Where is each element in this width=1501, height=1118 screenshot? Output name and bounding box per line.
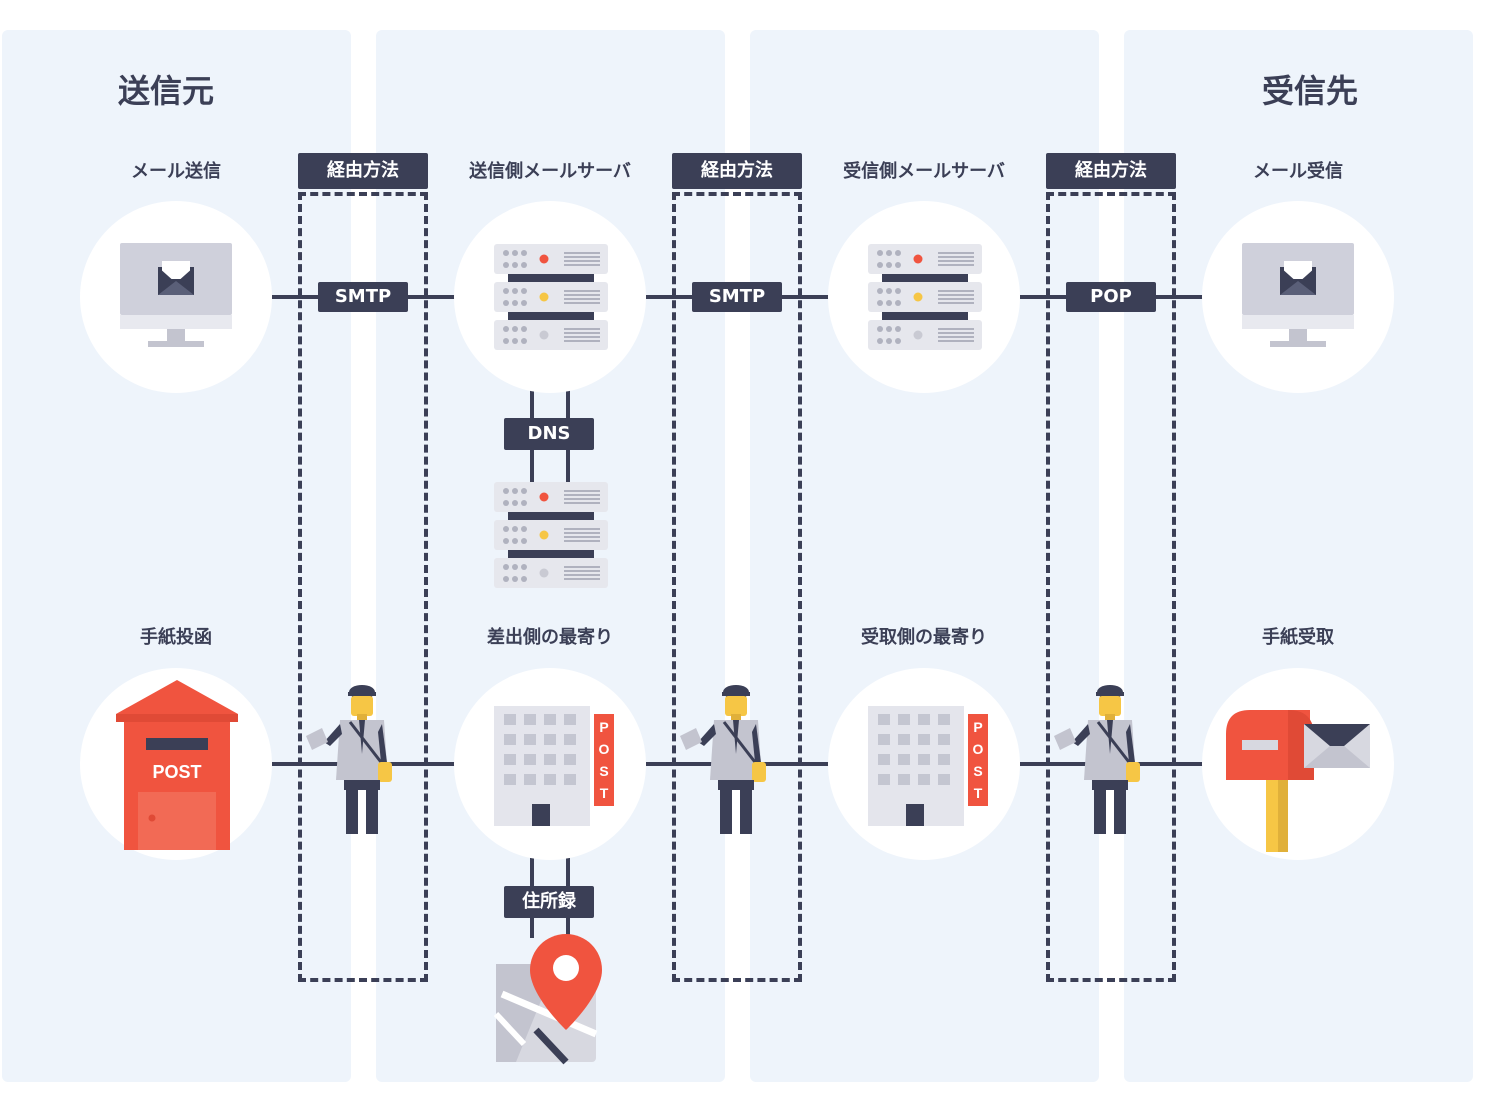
heading-receiver: 受信先 [1262, 72, 1359, 110]
postbox-icon: POST [116, 680, 238, 850]
label-letter-post: 手紙投函 [140, 627, 212, 648]
via-box-2 [672, 192, 802, 982]
postman-icon [306, 685, 392, 834]
label-letter-recv: 手紙受取 [1262, 627, 1334, 648]
server-icon [494, 244, 608, 350]
envelope-icon [1304, 724, 1370, 768]
building-icon: P O S T [494, 706, 614, 826]
via-header-2: 経由方法 [672, 153, 802, 189]
building-sign-t: T [974, 785, 983, 801]
heading-sender: 送信元 [118, 72, 215, 110]
server-icon [868, 244, 982, 350]
postbox-text: POST [152, 762, 201, 782]
label-mail-send: メール送信 [131, 161, 221, 182]
protocol-tag-smtp-1: SMTP [318, 282, 408, 312]
mailbox-icon [1226, 710, 1370, 852]
building-icon: P O S T [868, 706, 988, 826]
label-sender-office: 差出側の最寄り [487, 627, 613, 648]
protocol-tag-smtp-2: SMTP [692, 282, 782, 312]
via-box-3 [1046, 192, 1176, 982]
building-sign-o: O [599, 741, 610, 757]
map-pin-icon [493, 934, 602, 1065]
label-mail-recv: メール受信 [1253, 161, 1343, 182]
protocol-tag-pop: POP [1066, 282, 1156, 312]
column-receiver [1124, 30, 1473, 1082]
building-sign-t: T [600, 785, 609, 801]
envelope-icon [1280, 261, 1316, 295]
via-header-3: 経由方法 [1046, 153, 1176, 189]
via-box-1 [298, 192, 428, 982]
label-recv-server: 受信側メールサーバ [843, 161, 1005, 182]
dns-tag: DNS [504, 418, 594, 450]
address-book-tag: 住所録 [504, 886, 594, 918]
building-sign-o: O [973, 741, 984, 757]
postman-icon [680, 685, 766, 834]
via-header-1: 経由方法 [298, 153, 428, 189]
building-sign-s: S [599, 763, 608, 779]
label-send-server: 送信側メールサーバ [469, 161, 631, 182]
building-sign-p: P [599, 719, 608, 735]
building-sign-p: P [973, 719, 982, 735]
dns-server-icon [494, 482, 608, 588]
computer-icon [1242, 243, 1354, 347]
envelope-icon [158, 261, 194, 295]
label-receiver-office: 受取側の最寄り [861, 627, 987, 648]
computer-icon [120, 243, 232, 347]
building-sign-s: S [973, 763, 982, 779]
postman-icon [1054, 685, 1140, 834]
